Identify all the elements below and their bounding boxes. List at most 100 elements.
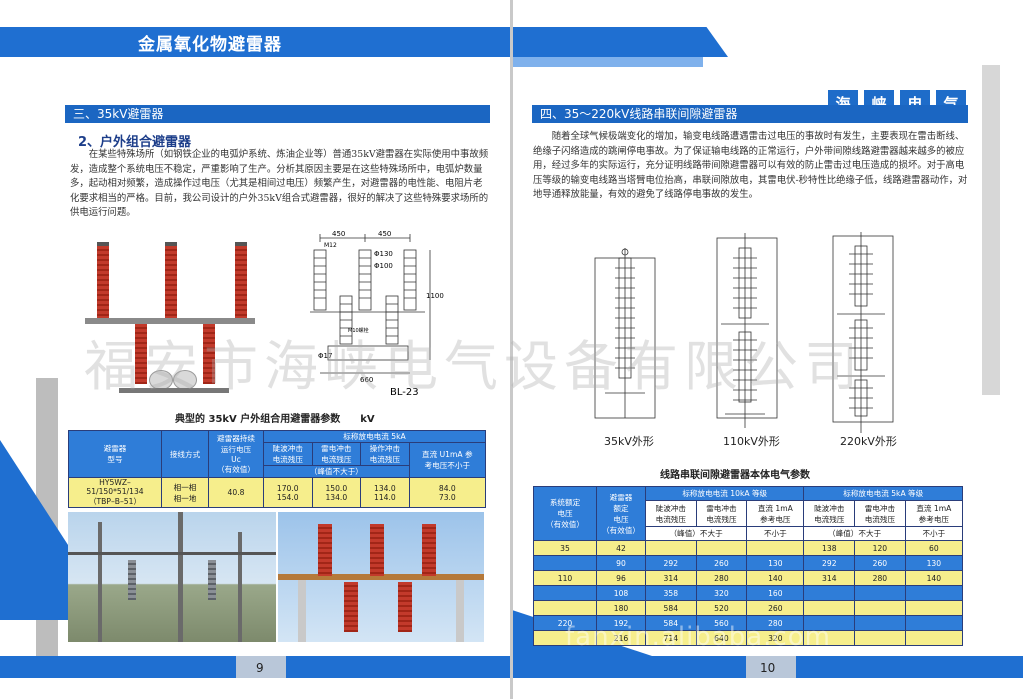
photo-ins-2: [370, 524, 384, 576]
th-5ka-min: 不小于: [904, 526, 964, 541]
book-spine: [510, 0, 513, 699]
photo-arrester-2: [208, 560, 216, 600]
table-cell-sys: 220: [533, 615, 597, 631]
left-table-caption: 典型的 35kV 户外组合用避雷器参数 kV: [175, 414, 375, 425]
insulator-bottom-1: [135, 324, 147, 384]
td-dc: 84.0 73.0: [408, 477, 487, 508]
insulator-top-1: [97, 246, 109, 324]
table-cell-b3: [904, 615, 964, 631]
th-wiring: 接线方式: [161, 430, 209, 478]
header-band-left: [0, 27, 510, 57]
table-cell-a1: 292: [645, 555, 697, 571]
table-cell-rated: 42: [596, 540, 646, 556]
photo-ins-4: [344, 582, 358, 632]
header-band-right-light: [513, 57, 703, 67]
table-cell-a3: 140: [746, 570, 805, 586]
header-brand: 海 峡 电 气: [828, 45, 968, 116]
th-peak-note: （峰值不大于）: [263, 465, 410, 478]
td-switch: 134.0 114.0: [360, 477, 410, 508]
th-light: 雷电冲击 电流残压: [311, 442, 362, 466]
drawing-label: BL-23: [390, 387, 419, 398]
fig-label-110kv: 110kV外形: [723, 435, 780, 448]
table-cell-rated: 90: [596, 555, 646, 571]
th-10ka-light: 雷电冲击 电流残压: [695, 500, 748, 527]
photo-ins-5: [398, 582, 412, 632]
mounting-bar: [85, 318, 255, 324]
table-cell-b2: 260: [854, 555, 906, 571]
photo-frame: [278, 574, 484, 580]
header-band-right: [513, 27, 728, 57]
fig-label-220kv: 220kV外形: [840, 435, 897, 448]
header-title: 金属氧化物避雷器: [138, 35, 282, 55]
photo-post-2: [456, 580, 464, 642]
insulator-top-2: [165, 246, 177, 324]
th-5ka-light: 雷电冲击 电流残压: [854, 500, 906, 527]
insulator-bottom-2: [203, 324, 215, 384]
table-cell-a3: 160: [746, 585, 805, 601]
th-switch: 操作冲击 电流残压: [360, 442, 410, 466]
left-page-number: 9: [256, 661, 264, 675]
th-10ka-peak: （峰值）不大于: [644, 526, 748, 541]
right-page-number-box: [746, 656, 796, 678]
table-cell-sys: [533, 585, 597, 601]
dim-1100: 1100: [426, 292, 444, 300]
table-cell-a3: [746, 540, 805, 556]
th-dc: 直流 U1mA 参 考电压不小于: [408, 442, 487, 478]
right-grey-frame: [982, 65, 1000, 395]
table-cell-a1: 314: [645, 570, 697, 586]
table-cell-a1: 584: [645, 600, 697, 616]
table-cell-a3: 280: [746, 615, 805, 631]
table-cell-rated: 180: [596, 600, 646, 616]
photo-ins-3: [422, 524, 436, 576]
left-spec-table: 避雷器 型号 接线方式 避雷器持续 运行电压 Uc （有效值） 标称放电电流 5…: [68, 430, 487, 508]
table-cell-b2: [854, 600, 906, 616]
table-cell-a2: 280: [695, 570, 748, 586]
combined-arrester-illustration: [75, 238, 265, 398]
photo-pole-3: [238, 532, 242, 642]
table-cell-a1: 714: [645, 630, 697, 646]
photo-pole-2: [178, 512, 183, 642]
table-cell-a3: 260: [746, 600, 805, 616]
table-cell-b3: 140: [904, 570, 964, 586]
table-cell-b3: [904, 630, 964, 646]
cap-1: [97, 242, 109, 246]
photo-ins-1: [318, 524, 332, 576]
table-cell-sys: 110: [533, 570, 597, 586]
substation-photo: [68, 512, 276, 642]
dim-660: 660: [360, 376, 373, 384]
th-10ka: 标称放电电流 10kA 等级: [644, 486, 805, 501]
dim-450-a: 450: [332, 230, 345, 238]
table-cell-sys: 35: [533, 540, 597, 556]
table-cell-b2: [854, 615, 906, 631]
th-rated-voltage: 避雷器 额定 电压 （有效值）: [596, 486, 646, 541]
insulator-top-3: [235, 246, 247, 324]
table-cell-b2: 120: [854, 540, 906, 556]
td-light: 150.0 134.0: [311, 477, 362, 508]
th-group-5ka: 标称放电电流 5kA: [263, 430, 486, 443]
table-cell-a3: 320: [746, 630, 805, 646]
table-cell-a2: [695, 540, 748, 556]
table-cell-b1: 138: [803, 540, 856, 556]
line-arrester-drawings: [594, 232, 894, 433]
combined-arrester-photo: [278, 512, 484, 642]
th-5ka-dc: 直流 1mA 参考电压: [904, 500, 964, 527]
table-cell-b3: 60: [904, 540, 964, 556]
table-cell-a2: 260: [695, 555, 748, 571]
td-wiring: 相一相 相一地: [161, 477, 209, 508]
base-plate: [119, 388, 229, 393]
right-spec-table: 系统额定 电压 （有效值） 避雷器 额定 电压 （有效值） 标称放电电流 10k…: [533, 486, 964, 646]
company-watermark: 福安市海峡电气设备有限公司: [84, 335, 864, 398]
table-cell-b3: [904, 600, 964, 616]
fig-label-35kv: 35kV外形: [604, 435, 654, 448]
th-5ka-steep: 陡波冲击 电流残压: [803, 500, 856, 527]
bl23-drawing: 450 450 M12 Φ130 Φ100 1100 M10螺栓 Φ17 660…: [310, 230, 444, 398]
th-10ka-steep: 陡波冲击 电流残压: [645, 500, 697, 527]
th-type: 避雷器 型号: [68, 430, 162, 478]
th-steep: 陡波冲击 电流残压: [263, 442, 313, 466]
td-steep: 170.0 154.0: [263, 477, 313, 508]
th-cont-voltage: 避雷器持续 运行电压 Uc （有效值）: [208, 430, 264, 478]
cap-2: [165, 242, 177, 246]
